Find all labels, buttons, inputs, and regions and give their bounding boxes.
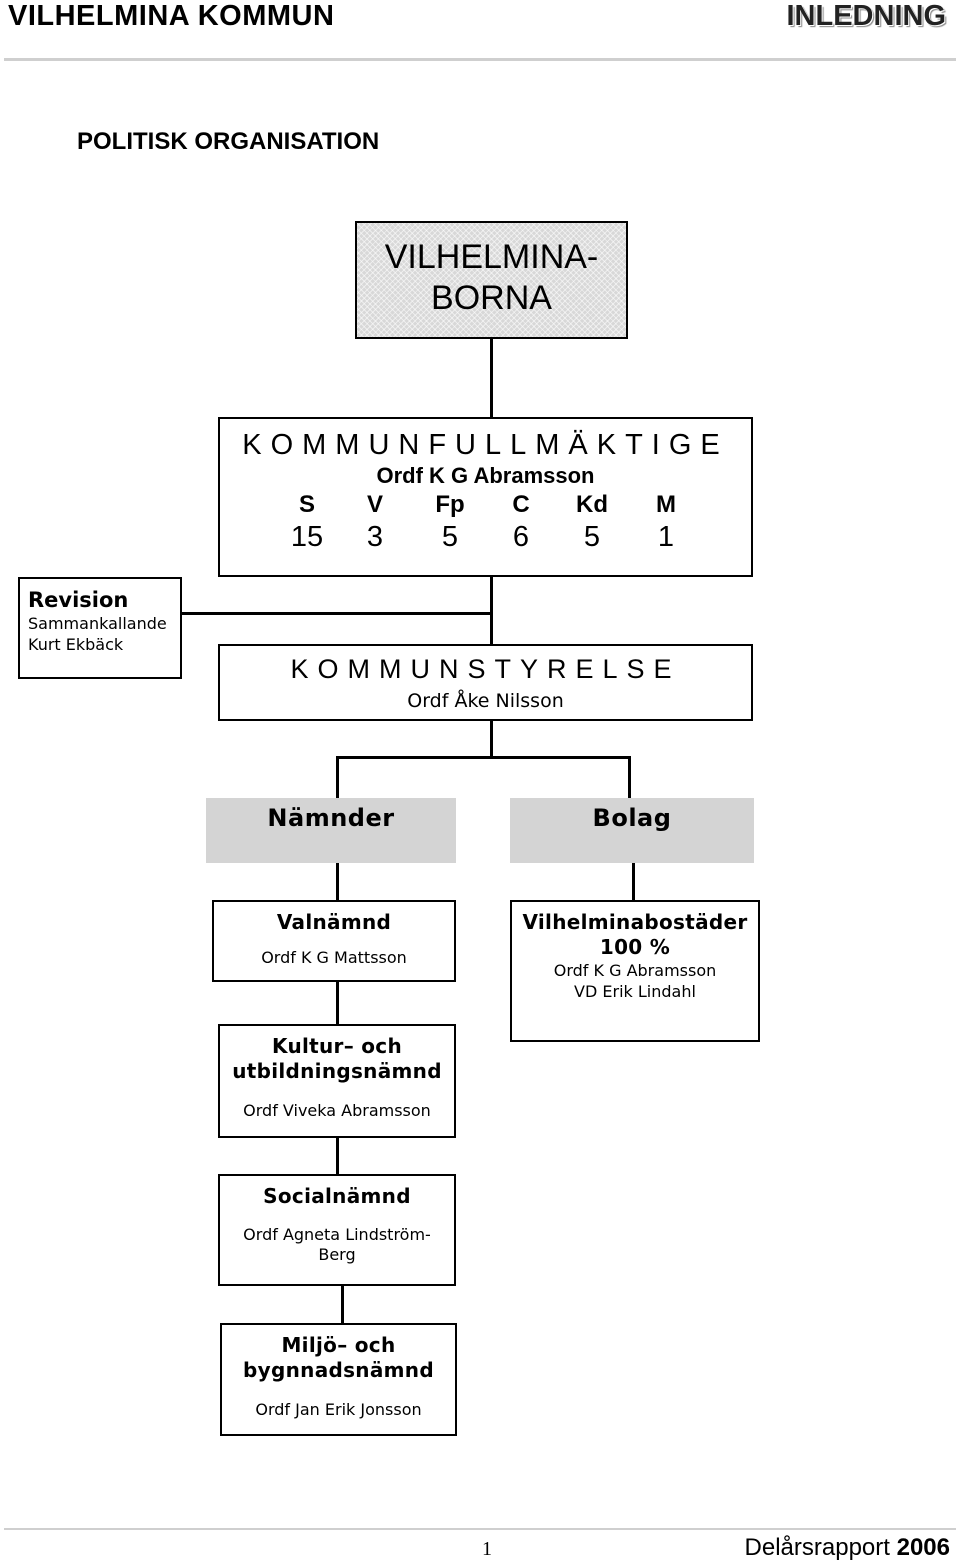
election-committee-box: Valnämnd Ordf K G Mattsson [212, 900, 456, 982]
report-title: Delårsrapport [744, 1534, 890, 1561]
page-number: 1 [482, 1538, 492, 1560]
housing-company-chair: Ordf K G Abramsson [553, 961, 717, 980]
audit-person: Kurt Ekbäck [28, 635, 124, 654]
connector-styrelse-down [490, 719, 493, 758]
executive-board-chair: Ordf Åke Nilsson [407, 690, 564, 712]
executive-board-box: KOMMUNSTYRELSE Ordf Åke Nilsson [218, 644, 753, 721]
connector-social-miljo [341, 1284, 344, 1325]
header-divider [4, 58, 956, 61]
connector-fullmaktige-styrelse [490, 576, 493, 644]
social-committee-title: Socialnämnd [263, 1184, 411, 1208]
party-seats-value: 3 [366, 521, 384, 553]
party-seats-value: 6 [512, 521, 530, 553]
environment-building-committee-box: Miljö– och bygnnadsnämnd Ordf Jan Erik J… [220, 1323, 457, 1436]
connector-bolag-bostader [632, 862, 635, 902]
party-seats-value: 15 [290, 521, 324, 553]
social-committee-chair-line1: Ordf Agneta Lindström- [243, 1225, 431, 1244]
connector-branch [336, 756, 631, 759]
party-seats-value: 1 [657, 521, 675, 553]
party-seats-value: 5 [583, 521, 601, 553]
citizens-label-line1: VILHELMINA- [384, 238, 599, 276]
council-chair: Ordf K G Abramsson [376, 463, 595, 488]
connector-valnamnd-kultur [336, 980, 339, 1026]
environment-building-title-line2: bygnnadsnämnd [243, 1358, 434, 1382]
report-name: Delårsrapport 2006 [745, 1534, 950, 1562]
audit-box: Revision Sammankallande Kurt Ekbäck [18, 577, 182, 679]
party-name: Fp [435, 491, 465, 518]
committees-header: Nämnder [206, 798, 456, 863]
environment-building-title-line1: Miljö– och [281, 1333, 396, 1357]
citizens-box: VILHELMINA- BORNA [355, 221, 628, 339]
footer-divider [4, 1528, 956, 1530]
executive-board-title: KOMMUNSTYRELSE [290, 654, 681, 684]
housing-company-title: Vilhelminabostäder [522, 910, 748, 934]
connector-to-bolag [628, 756, 631, 798]
housing-company-share: 100 % [599, 935, 671, 959]
culture-education-title-line1: Kultur– och [272, 1034, 402, 1058]
social-committee-chair-line2: Berg [318, 1245, 356, 1264]
housing-company-box: Vilhelminabostäder 100 % Ordf K G Abrams… [510, 900, 760, 1042]
council-title: KOMMUNFULLMÄKTIGE [242, 429, 729, 461]
party-name: Kd [576, 491, 608, 518]
companies-header: Bolag [510, 798, 754, 863]
culture-education-committee-box: Kultur– och utbildningsnämnd Ordf Viveka… [218, 1024, 456, 1138]
party-seats-value: 5 [441, 521, 459, 553]
housing-company-ceo: VD Erik Lindahl [574, 982, 696, 1001]
header-section: INLEDNING [786, 0, 947, 32]
audit-role: Sammankallande [28, 614, 167, 633]
connector-kultur-social [336, 1136, 339, 1176]
audit-title: Revision [28, 588, 129, 612]
page-title: POLITISK ORGANISATION [77, 128, 380, 155]
connector-namnder-valnamnd [336, 862, 339, 902]
culture-education-chair: Ordf Viveka Abramsson [243, 1101, 431, 1120]
election-committee-chair: Ordf K G Mattsson [261, 948, 407, 967]
header-municipality: VILHELMINA KOMMUN [8, 0, 335, 32]
connector-revision [181, 612, 493, 615]
citizens-label-line2: BORNA [431, 279, 552, 317]
social-committee-box: Socialnämnd Ordf Agneta Lindström- Berg [218, 1174, 456, 1286]
council-box: KOMMUNFULLMÄKTIGE Ordf K G Abramsson S V… [218, 417, 753, 577]
culture-education-title-line2: utbildningsnämnd [232, 1059, 442, 1083]
election-committee-title: Valnämnd [276, 910, 392, 934]
party-name: V [366, 491, 383, 518]
party-name: C [512, 491, 530, 518]
report-year: 2006 [896, 1534, 950, 1561]
party-name: S [298, 491, 315, 518]
connector-to-namnder [336, 756, 339, 798]
connector-root-fullmaktige [490, 338, 493, 418]
environment-building-chair: Ordf Jan Erik Jonsson [255, 1400, 422, 1419]
party-name: M [656, 491, 676, 518]
